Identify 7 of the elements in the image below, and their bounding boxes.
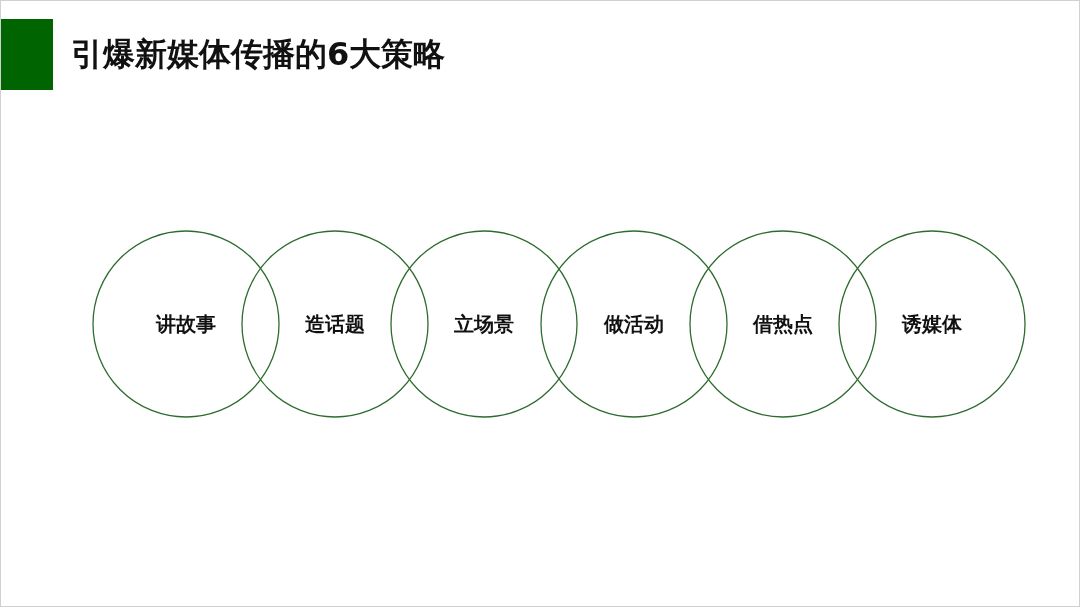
strategy-label: 诱媒体 [902,310,962,338]
strategy-label: 做活动 [604,310,664,338]
strategy-label: 造话题 [305,310,365,338]
strategy-label: 讲故事 [156,310,216,338]
strategy-label: 借热点 [753,310,813,338]
slide-title: 引爆新媒体传播的6大策略 [71,34,446,75]
strategy-label: 立场景 [454,310,514,338]
